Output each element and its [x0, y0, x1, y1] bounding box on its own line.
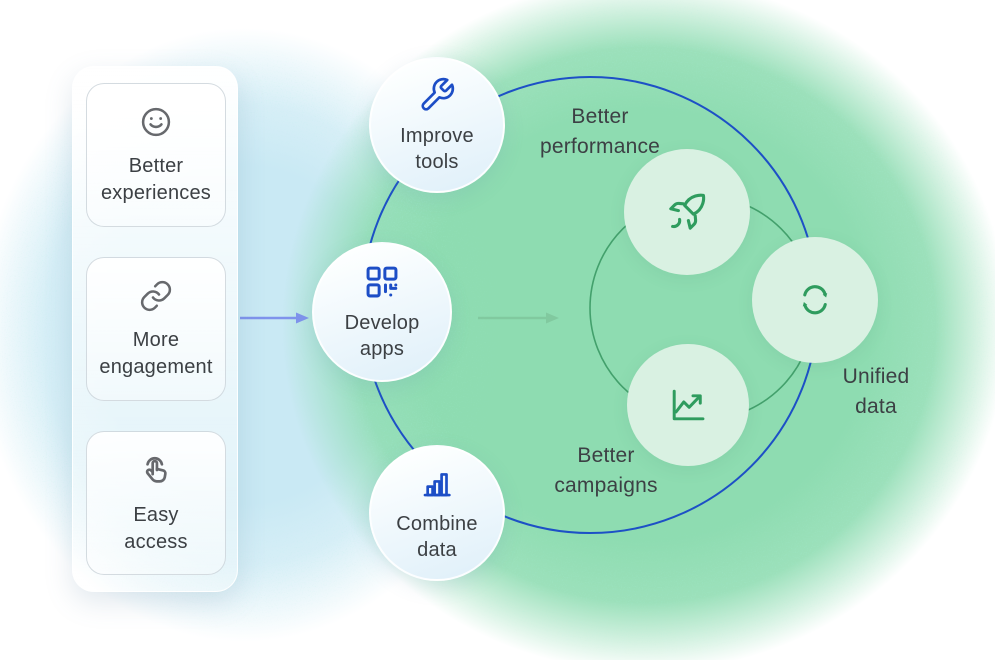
flow-arrow-right: [478, 312, 559, 324]
benefit-tile-better-experiences: Better experiences: [86, 83, 226, 227]
outcome-rocket-circle: [624, 149, 750, 275]
benefits-panel: Better experiences More engagement Easy …: [72, 66, 238, 592]
trend-chart-icon: [665, 382, 711, 428]
link-icon: [138, 278, 174, 314]
benefit-label: More engagement: [99, 328, 213, 378]
apps-grid-icon: [363, 263, 401, 301]
outcome-sync-circle: [752, 237, 878, 363]
outcome-chart-circle: [627, 344, 749, 466]
bar-chart-icon: [418, 464, 456, 502]
node-label: Develop apps: [344, 311, 420, 360]
flow-arrow-left: [240, 312, 309, 324]
smiley-icon: [138, 104, 174, 140]
wrench-icon: [418, 76, 456, 114]
node-improve-tools: Improve tools: [369, 57, 505, 193]
unified-data-label: Unified data: [842, 365, 910, 418]
node-label: Combine data: [396, 512, 478, 561]
node-develop-apps: Develop apps: [312, 242, 452, 382]
benefit-label: Easy access: [124, 503, 188, 553]
tap-icon: [137, 451, 175, 489]
benefit-label: Better experiences: [100, 154, 212, 204]
benefit-tile-easy-access: Easy access: [86, 431, 226, 575]
rocket-icon: [663, 188, 711, 236]
benefit-tile-more-engagement: More engagement: [86, 257, 226, 401]
sync-icon: [793, 278, 837, 322]
node-label: Improve tools: [400, 124, 474, 173]
better-performance-label: Better performance: [539, 105, 661, 158]
node-combine-data: Combine data: [369, 445, 505, 581]
better-campaigns-label: Better campaigns: [554, 444, 658, 497]
